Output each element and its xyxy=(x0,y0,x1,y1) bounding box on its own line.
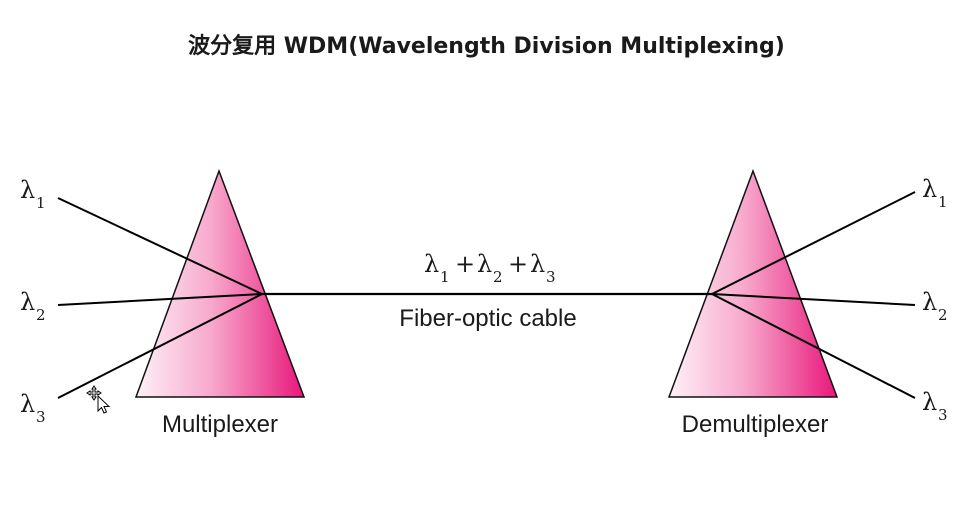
lambda-symbol: λ xyxy=(530,250,545,278)
input-ray-3 xyxy=(57,293,263,399)
multiplexer-prism xyxy=(134,168,306,398)
input-label-2: λ 2 xyxy=(20,288,46,324)
demultiplexer-label: Demultiplexer xyxy=(682,411,829,438)
combined-wavelength-label: λ 1 + λ 2 + λ 3 xyxy=(424,250,556,286)
multiplexer-label: Multiplexer xyxy=(162,411,278,438)
output-label-2: λ 2 xyxy=(922,288,948,324)
lambda-subscript: 1 xyxy=(440,268,450,286)
lambda-symbol: λ xyxy=(477,250,492,278)
lambda-symbol: λ xyxy=(424,250,439,278)
plus-sign: + xyxy=(508,250,528,278)
output-ray-3 xyxy=(711,293,916,399)
lambda-subscript: 1 xyxy=(938,193,948,211)
input-label-1: λ 1 xyxy=(20,176,46,212)
output-ray-2 xyxy=(711,293,916,306)
lambda-subscript: 3 xyxy=(938,406,948,424)
demultiplexer-prism xyxy=(667,168,839,398)
output-label-1: λ 1 xyxy=(922,175,948,211)
lambda-subscript: 2 xyxy=(938,306,948,324)
cable-label: Fiber-optic cable xyxy=(399,305,576,332)
lambda-symbol: λ xyxy=(922,388,937,416)
lambda-subscript: 3 xyxy=(36,408,46,426)
lambda-symbol: λ xyxy=(922,175,937,203)
plus-sign: + xyxy=(455,250,475,278)
lambda-subscript: 2 xyxy=(36,306,46,324)
input-label-3: λ 3 xyxy=(20,390,46,426)
output-ray-1 xyxy=(711,191,916,295)
lambda-symbol: λ xyxy=(20,288,35,316)
lambda-subscript: 2 xyxy=(493,268,503,286)
output-label-3: λ 3 xyxy=(922,388,948,424)
lambda-subscript: 3 xyxy=(546,268,556,286)
lambda-symbol: λ xyxy=(922,288,937,316)
lambda-subscript: 1 xyxy=(36,194,46,212)
lambda-symbol: λ xyxy=(20,390,35,418)
move-cursor-icon xyxy=(86,385,111,414)
lambda-symbol: λ xyxy=(20,176,35,204)
input-ray-2 xyxy=(57,293,263,306)
input-ray-1 xyxy=(57,197,263,295)
page-title: 波分复用 WDM(Wavelength Division Multiplexin… xyxy=(188,34,785,59)
